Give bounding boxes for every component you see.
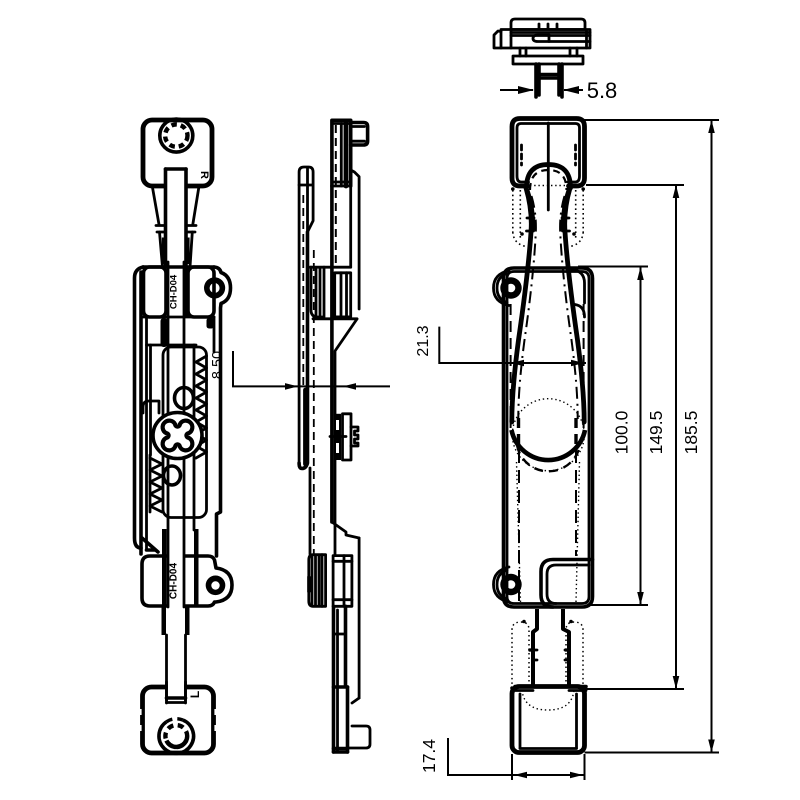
svg-text:100.0: 100.0 [612,410,632,454]
svg-text:R: R [198,171,210,179]
svg-text:17.4: 17.4 [419,739,439,773]
svg-text:149.5: 149.5 [646,411,666,455]
svg-text:CH-D04: CH-D04 [169,274,180,309]
svg-text:CH-D04: CH-D04 [169,563,180,600]
svg-text:21.3: 21.3 [415,325,432,356]
svg-text:5.8: 5.8 [587,78,618,103]
svg-text:L: L [188,691,202,698]
svg-text:8.50: 8.50 [210,351,226,379]
svg-text:185.5: 185.5 [681,411,701,455]
